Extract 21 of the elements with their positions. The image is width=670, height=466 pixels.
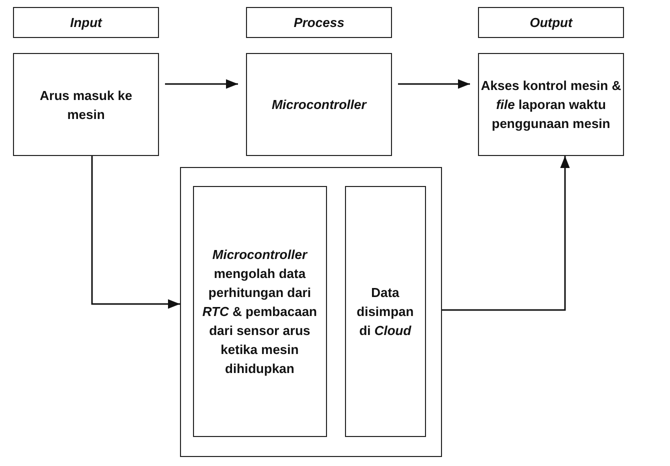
column-heading: [13, 7, 159, 38]
box-text: Akses kontrol mesin & file laporan waktu penggunaan mesin: [480, 77, 622, 133]
box-text: Microcontroller mengolah data perhitungan dari RTC & pembacaan dari sensor arus ketika mesin dihidupkan: [201, 246, 318, 378]
process-box: [192, 186, 327, 437]
column-heading: [478, 7, 624, 38]
box-text: Data disimpan di Cloud: [356, 284, 415, 340]
heading-text: Process: [294, 14, 344, 32]
heading-text: Input: [70, 14, 102, 32]
process-box: [478, 53, 624, 156]
arrow: [442, 156, 570, 311]
box-text: Arus masuk ke mesin: [38, 86, 134, 124]
process-box: [246, 53, 392, 156]
heading-text: Output: [530, 14, 572, 32]
arrow: [165, 79, 238, 89]
arrow: [91, 156, 180, 309]
column-heading: [246, 7, 392, 38]
arrow: [398, 79, 470, 89]
heading-text: Microcontroller: [272, 96, 366, 114]
process-box: [344, 186, 426, 437]
process-box: [13, 53, 159, 156]
group-box: [180, 167, 442, 457]
